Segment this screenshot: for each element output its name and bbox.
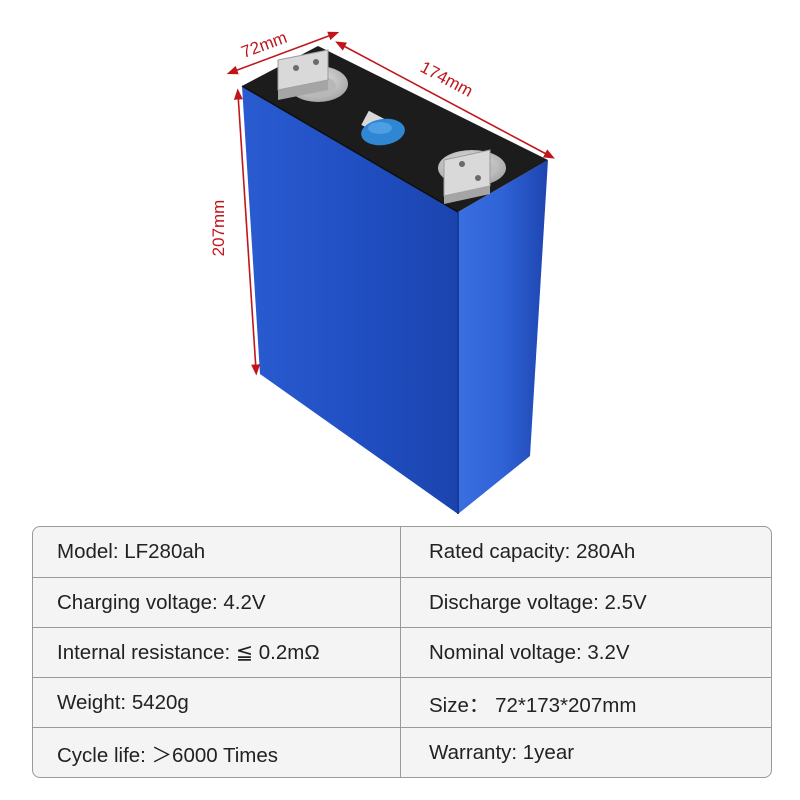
table-row: Charging voltage: 4.2V Discharge voltage… [33,577,771,627]
table-row: Internal resistance: ≦ 0.2mΩ Nominal vol… [33,627,771,677]
spec-nominal-voltage: Nominal voltage: 3.2V [429,640,630,664]
depth-label: 72mm [239,28,290,62]
table-row: Cycle life: ＞6000 Times Warranty: 1year [33,727,771,777]
battery-illustration: 72mm 174mm 207mm [209,28,555,514]
spec-charging-voltage: Charging voltage: 4.2V [33,578,401,627]
terminal-negative [438,149,506,204]
table-row: Model: LF280ah Rated capacity: 280Ah [33,527,771,577]
spec-rated-capacity: Rated capacity: 280Ah [429,540,636,563]
spec-cycle-life: Cycle life: ＞6000 Times [33,728,401,777]
battery-side-face [458,160,548,514]
spec-table: Model: LF280ah Rated capacity: 280Ah Cha… [32,526,772,778]
spec-size: Size： 72*173*207mm [429,693,637,717]
length-label: 174mm [417,57,476,100]
battery-cell [241,46,548,514]
table-row: Weight: 5420g Size： 72*173*207mm [33,677,771,727]
battery-figure: 72mm 174mm 207mm [209,28,555,514]
dimension-height: 207mm [209,88,261,376]
spec-weight: Weight: 5420g [33,678,401,727]
spec-warranty: Warranty: 1year [429,740,575,764]
height-label: 207mm [209,200,228,257]
battery-front-face [242,86,458,514]
spec-internal-resistance: Internal resistance: ≦ 0.2mΩ [33,628,401,677]
spec-model: Model: LF280ah [33,527,401,577]
spec-discharge-voltage: Discharge voltage: 2.5V [429,590,647,614]
